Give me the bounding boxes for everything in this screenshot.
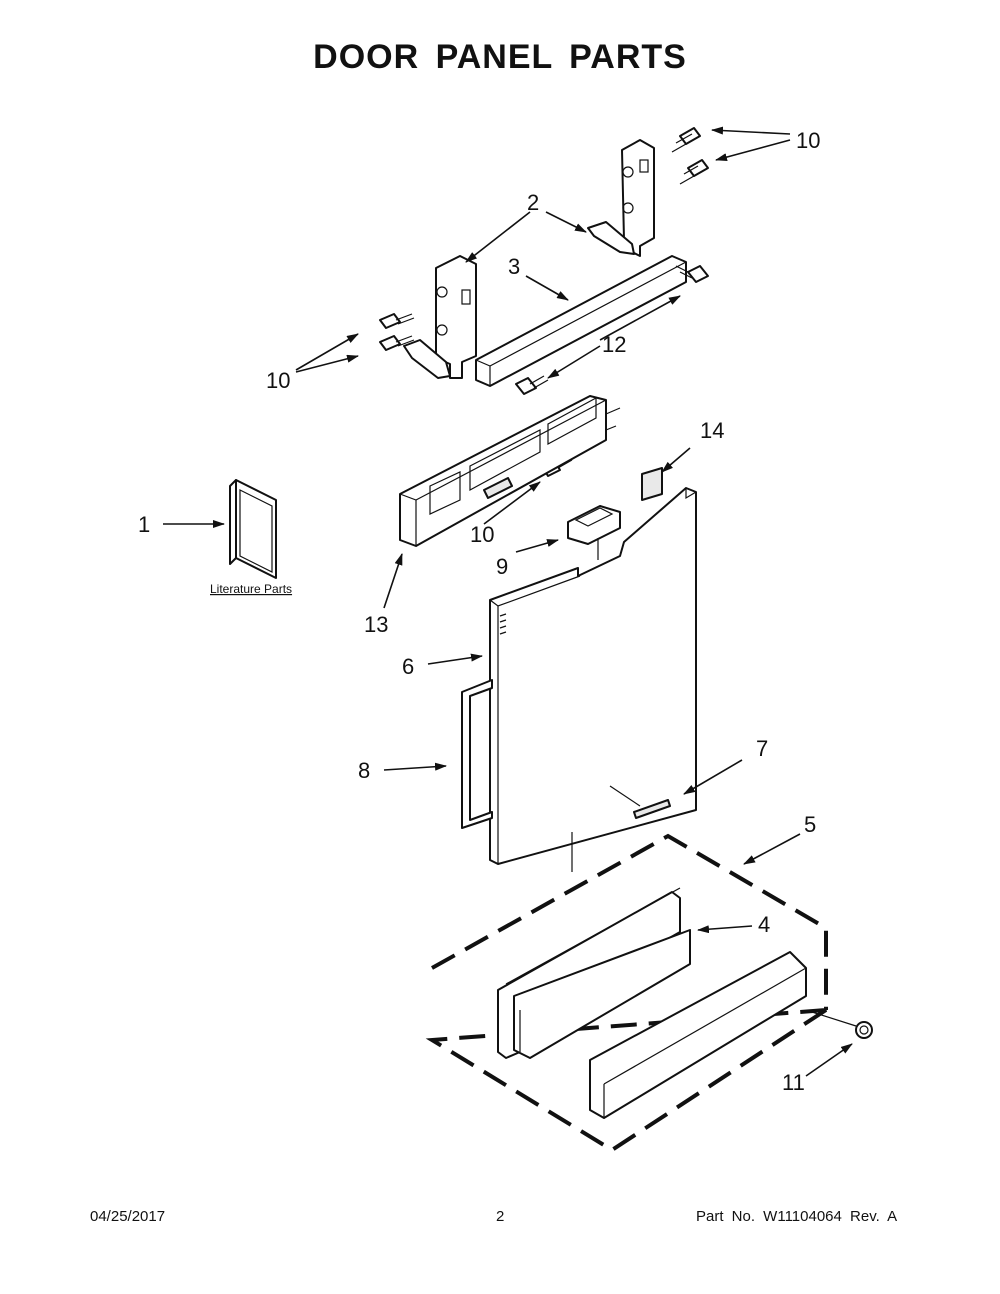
callout-9: 9 [496,554,508,579]
callout-3: 3 [508,254,520,279]
footer-page-number: 2 [496,1208,505,1225]
screw-icon [379,335,415,351]
callout-12: 12 [602,332,626,357]
door-handle [567,505,621,560]
label-pad [641,467,663,501]
screw-icon [379,313,415,329]
literature-booklet [229,479,277,579]
door-panel [489,487,697,872]
callout-5: 5 [804,812,816,837]
callout-8: 8 [358,758,370,783]
callout-4: 4 [758,912,770,937]
callout-11: 11 [782,1070,805,1095]
leader-lines [163,126,853,1077]
callout-13: 13 [364,612,388,637]
screw-icon [679,159,709,185]
toe-panel [497,887,691,1059]
control-console [399,395,621,547]
door-gasket [461,679,493,829]
kick-plate-kit-outline [425,833,828,1153]
callout-14: 14 [700,418,724,443]
kick-plate [589,951,807,1119]
leveling-foot [811,1011,873,1039]
screw-icon [515,375,549,395]
callout-7: 7 [756,736,768,761]
callout-10-console: 10 [470,522,494,547]
callout-1: 1 [138,512,150,537]
footer-date: 04/25/2017 [90,1208,166,1225]
screw-icon [671,127,701,153]
left-hinge-bracket [403,255,477,379]
literature-parts-label: Literature Parts [210,582,292,596]
right-hinge-bracket [587,139,655,257]
screw-icon [675,265,709,283]
page-title: DOOR PANEL PARTS [313,38,687,76]
callout-2: 2 [527,190,539,215]
callout-10-top: 10 [796,128,820,153]
callout-10-left: 10 [266,368,290,393]
footer-part-number: Part No. W11104064 Rev. A [696,1208,898,1225]
cross-brace [475,255,687,387]
callout-6: 6 [402,654,414,679]
